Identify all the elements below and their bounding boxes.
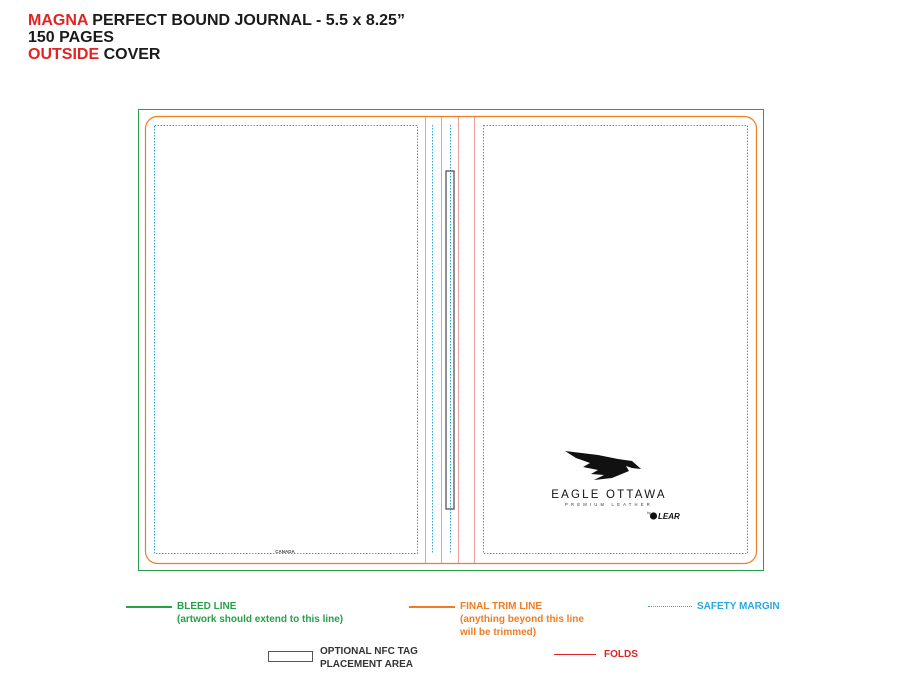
legend-bleed-swatch (126, 606, 172, 608)
legend-safety-label: SAFETY MARGIN (697, 601, 780, 612)
legend-trim-note-2: will be trimmed) (460, 627, 537, 638)
logo-tagline: PREMIUM LEATHER (565, 502, 653, 507)
legend-nfc-label-2: PLACEMENT AREA (320, 659, 413, 670)
title-line-1: MAGNA PERFECT BOUND JOURNAL - 5.5 x 8.25… (28, 12, 405, 29)
legend-nfc-swatch (268, 651, 313, 662)
legend-folds-label: FOLDS (604, 649, 638, 660)
fold-lines (425, 117, 475, 563)
legend-bleed-note: (artwork should extend to this line) (177, 614, 344, 625)
safety-margins (154, 125, 748, 554)
legend-nfc-label-1: OPTIONAL NFC TAG (320, 646, 418, 657)
bleed-line (138, 109, 764, 571)
logo-parent: LEAR (658, 512, 680, 521)
lear-logo-icon (649, 512, 658, 520)
legend-safety: SAFETY MARGIN (648, 600, 798, 616)
nfc-tag-area (445, 170, 455, 510)
logo-name: EAGLE OTTAWA (551, 489, 666, 501)
legend-folds: FOLDS (554, 648, 674, 664)
title-line-3: OUTSIDE COVER (28, 46, 405, 63)
legend-nfc: OPTIONAL NFC TAG PLACEMENT AREA (268, 645, 448, 673)
side-label: OUTSIDE (28, 46, 100, 63)
cover-label: COVER (99, 46, 161, 63)
legend-folds-swatch (554, 654, 596, 655)
trim-line (144, 115, 758, 565)
page-title: MAGNA PERFECT BOUND JOURNAL - 5.5 x 8.25… (28, 12, 405, 63)
back-cover-footer: CANADA (275, 549, 295, 554)
legend-safety-swatch (648, 606, 692, 607)
legend-trim-label: FINAL TRIM LINE (460, 601, 543, 612)
legend-trim: FINAL TRIM LINE (anything beyond this li… (409, 600, 609, 642)
logo-by: by (647, 511, 651, 515)
legend-trim-note-1: (anything beyond this line (460, 614, 584, 625)
back-cover-safety (154, 125, 418, 554)
front-cover-safety (483, 125, 748, 554)
eagle-logo-icon (565, 451, 641, 480)
product-name: PERFECT BOUND JOURNAL - 5.5 x 8.25” (87, 12, 405, 29)
legend-bleed-label: BLEED LINE (177, 601, 237, 612)
brand-name: MAGNA (28, 12, 88, 29)
legend-trim-swatch (409, 606, 455, 608)
title-line-2: 150 PAGES (28, 29, 114, 46)
legend-bleed: BLEED LINE (artwork should extend to thi… (126, 600, 366, 630)
